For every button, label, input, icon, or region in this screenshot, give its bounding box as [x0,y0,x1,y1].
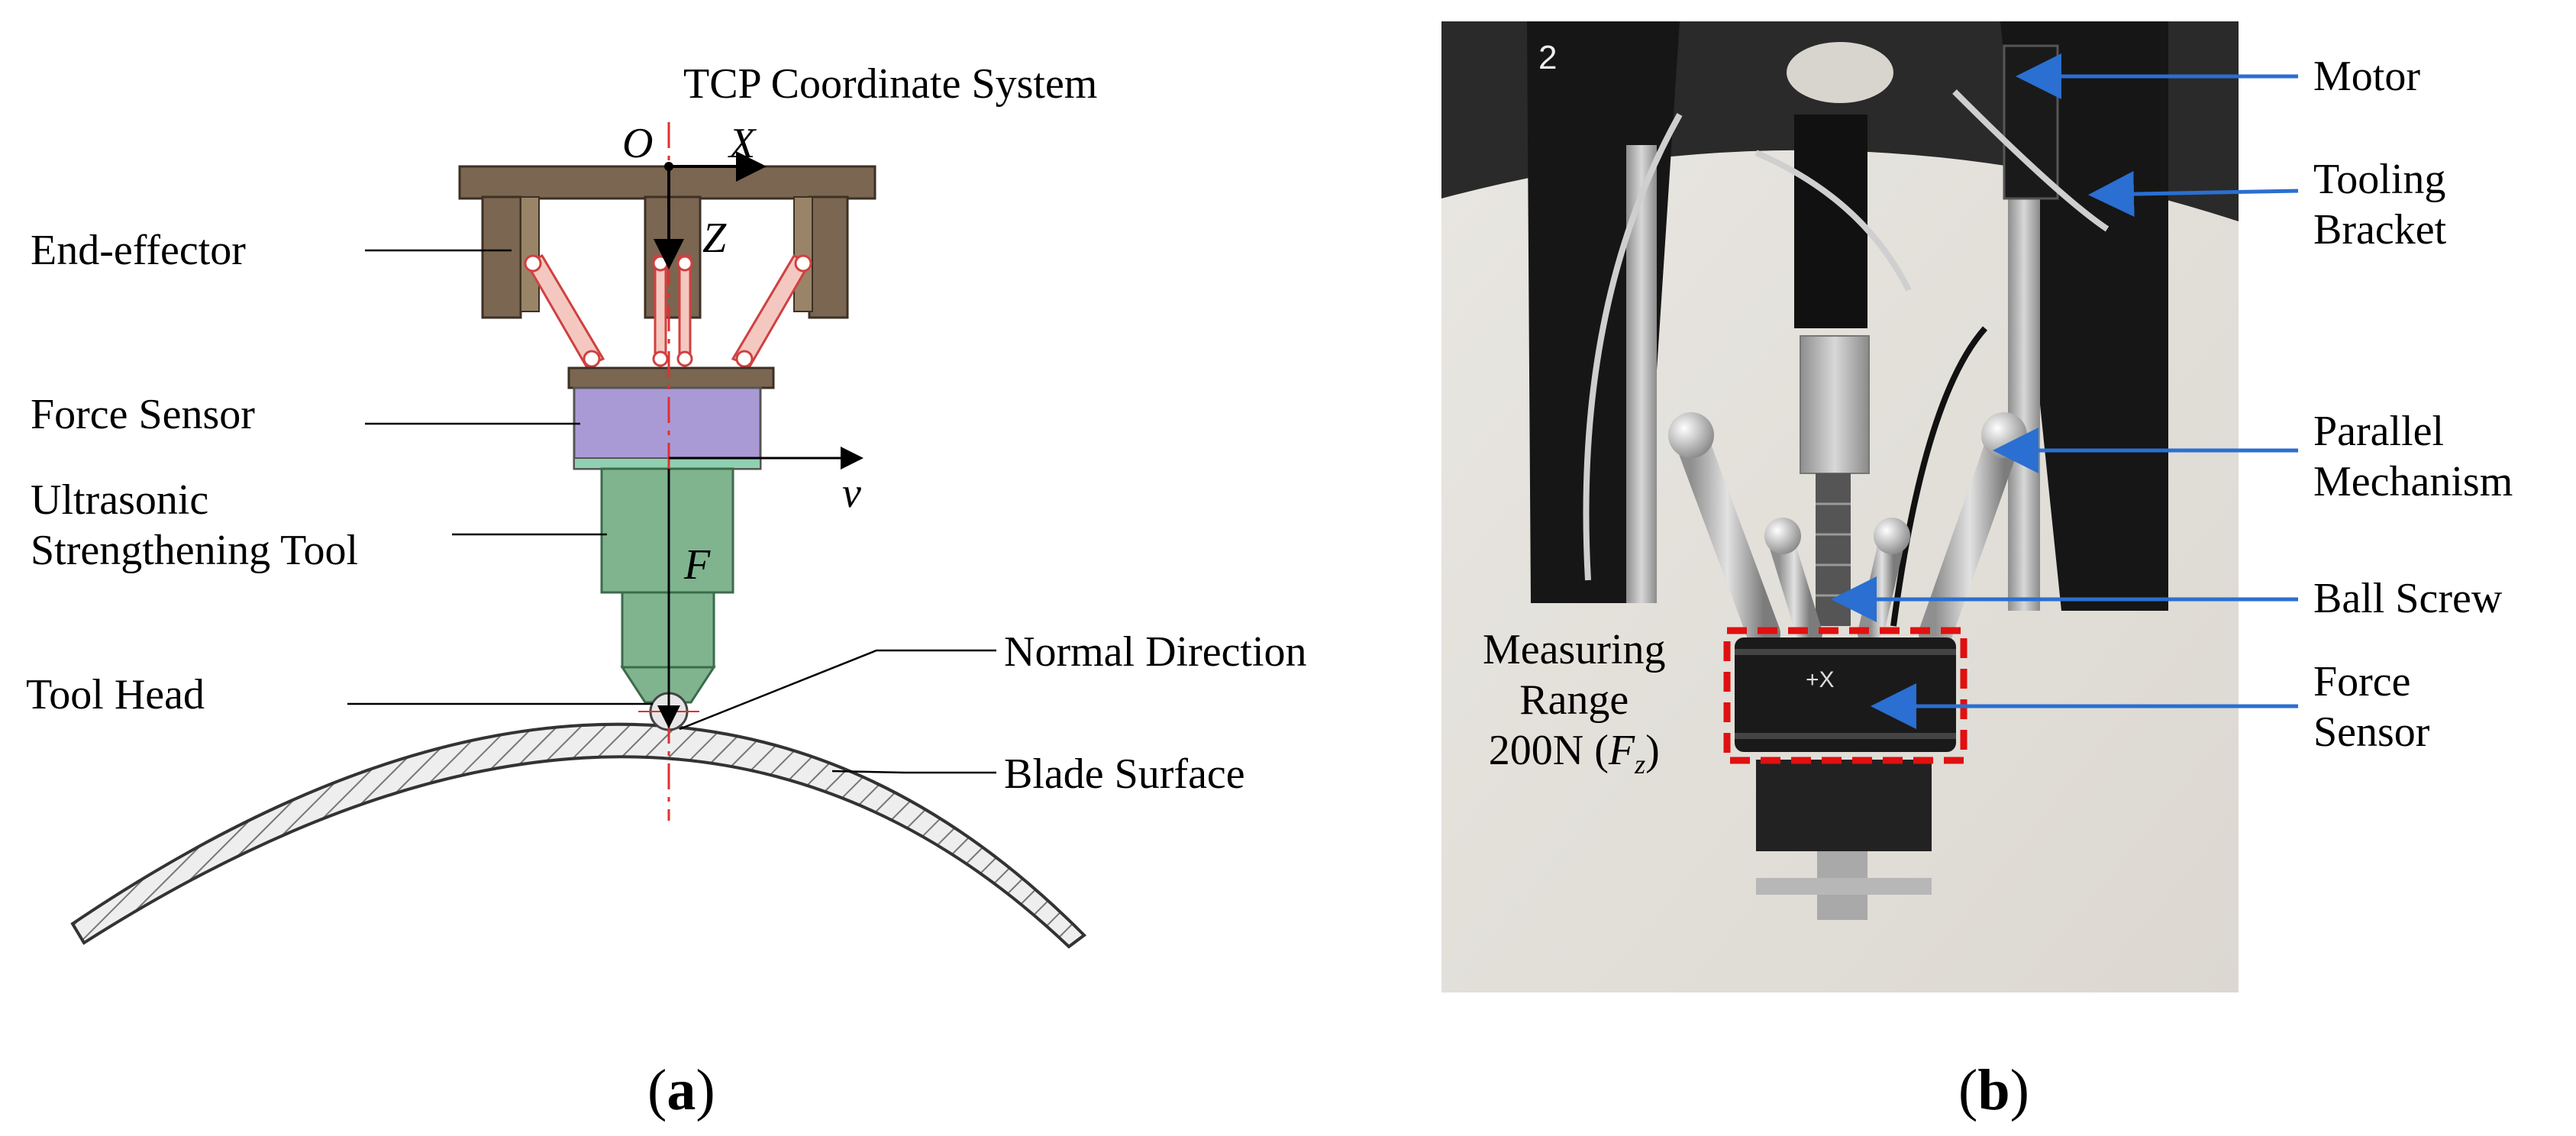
caption-b: (b) [1958,1058,2029,1122]
range-symbol: F [1608,727,1635,774]
tooling-bracket-line1: Tooling [2313,156,2446,203]
axis-z-label: Z [702,215,727,262]
force-sensor-b-label: Force Sensor [2313,657,2429,757]
end-effector-label: End-effector [31,227,246,274]
photo-bracket-number: 2 [1538,39,1557,76]
parallel-mechanism-label: Parallel Mechanism [2313,406,2513,507]
range-value-text: 200N ( [1488,727,1609,774]
tooling-bracket-label: Tooling Bracket [2313,154,2446,255]
blade-surface [70,722,1087,949]
motor-label: Motor [2313,53,2420,100]
range-close: ) [1645,727,1660,774]
tool-head-label: Tool Head [26,671,205,718]
measuring-range-line1: Measuring [1483,626,1666,673]
caption-a-letter: a [667,1058,696,1122]
tooling-bracket-line2: Bracket [2313,206,2447,253]
parallel-mechanism-line1: Parallel [2313,408,2445,455]
force-sensor-b-line2: Sensor [2313,708,2430,756]
ball-screw-label: Ball Screw [2313,575,2503,622]
leader-normal-direction [679,649,996,731]
photo-ball-screw [1816,473,1851,626]
axis-f-label: F [684,541,711,589]
tool-label-line1: Ultrasonic [31,476,209,524]
leader-blade-surface [831,770,996,774]
axis-x-label: X [729,120,756,167]
caption-a: (a) [647,1058,715,1122]
parallel-mechanism-line2: Mechanism [2313,458,2513,505]
range-subscript: z [1635,749,1646,780]
measuring-range-value: 200N (Fz) [1483,725,1666,789]
normal-direction-label: Normal Direction [1004,628,1307,676]
axis-v-label: v [842,470,861,517]
photo-motor [2003,44,2059,200]
blade-surface-label: Blade Surface [1004,750,1245,798]
force-sensor-b-line1: Force [2313,658,2411,705]
measuring-range-label: Measuring Range 200N (Fz) [1483,624,1666,789]
force-sensor-block [573,386,762,470]
caption-b-letter: b [1977,1058,2010,1122]
tcp-coordinate-title: TCP Coordinate System [683,60,1098,108]
photo-sensor-axis-mark: +X [1806,667,1835,692]
axis-o-label: O [622,120,654,167]
force-sensor-label: Force Sensor [31,391,255,438]
schematic-diagram [70,122,1087,949]
tool-label: Ultrasonic Strengthening Tool [31,475,358,576]
tool-label-line2: Strengthening Tool [31,527,359,574]
measuring-range-line2: Range [1519,676,1629,724]
arrow-tooling-bracket [2088,171,2299,218]
